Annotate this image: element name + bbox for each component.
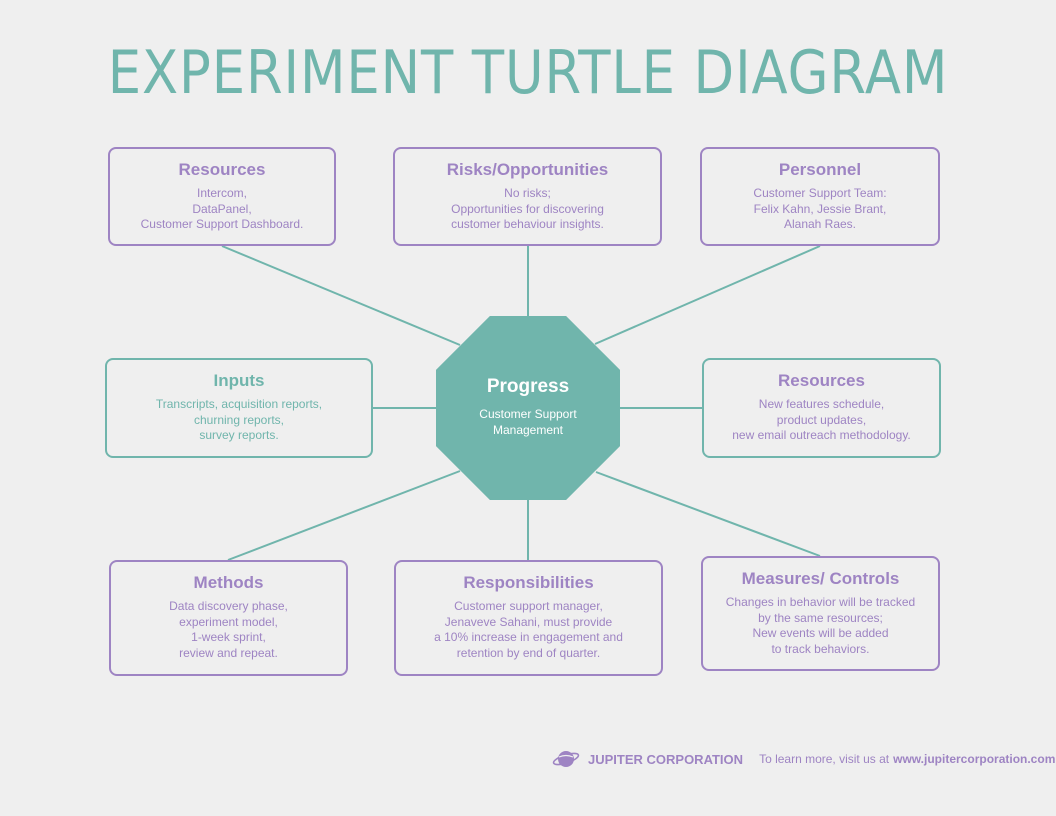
connector-top-right (594, 245, 821, 345)
box-title: Resources (178, 160, 266, 179)
company-url[interactable]: www.jupitercorporation.com (893, 752, 1056, 766)
connector-bottom-right (595, 471, 821, 557)
company-name: JUPITER CORPORATION (588, 751, 744, 767)
box-text: New features schedule, product updates, … (732, 397, 911, 442)
resources-box-top-left: Resources Intercom, DataPanel, Customer … (108, 147, 336, 246)
personnel-box: Personnel Customer Support Team: Felix K… (700, 147, 940, 246)
box-text: Data discovery phase, experiment model, … (169, 599, 288, 660)
planet-icon (552, 751, 580, 767)
box-title: Personnel (778, 160, 862, 179)
box-title: Inputs (213, 371, 265, 390)
connector-bottom-left (227, 470, 461, 561)
footer-text: To learn more, visit us at (759, 752, 890, 766)
page-title: EXPERIMENT TURTLE DIAGRAM (107, 38, 949, 108)
responsibilities-box: Responsibilities Customer support manage… (394, 560, 663, 676)
progress-octagon: Progress Customer Support Management (436, 316, 620, 500)
box-title: Resources (778, 371, 865, 390)
box-text: Transcripts, acquisition reports, churni… (155, 397, 323, 442)
footer: JUPITER CORPORATION To learn more, visit… (552, 748, 1055, 770)
box-text: Customer Support Team: Felix Kahn, Jessi… (753, 186, 887, 231)
inputs-box: Inputs Transcripts, acquisition reports,… (105, 358, 373, 458)
methods-box: Methods Data discovery phase, experiment… (109, 560, 348, 676)
box-title: Measures/ Controls (741, 569, 900, 588)
box-title: Methods (193, 573, 264, 592)
center-text: Customer Support Management (479, 407, 577, 437)
box-text: No risks; Opportunities for discovering … (451, 186, 604, 231)
box-text: Intercom, DataPanel, Customer Support Da… (140, 186, 304, 231)
resources-box-middle-right: Resources New features schedule, product… (702, 358, 941, 458)
box-text: Changes in behavior will be tracked by t… (725, 595, 916, 656)
connector-top-left (221, 245, 461, 346)
box-text: Customer support manager, Jenaveve Sahan… (434, 599, 623, 660)
risks-opportunities-box: Risks/Opportunities No risks; Opportunit… (393, 147, 662, 246)
box-title: Risks/Opportunities (446, 160, 609, 179)
box-title: Responsibilities (463, 573, 594, 592)
measures-controls-box: Measures/ Controls Changes in behavior w… (701, 556, 940, 671)
center-title: Progress (486, 376, 570, 397)
